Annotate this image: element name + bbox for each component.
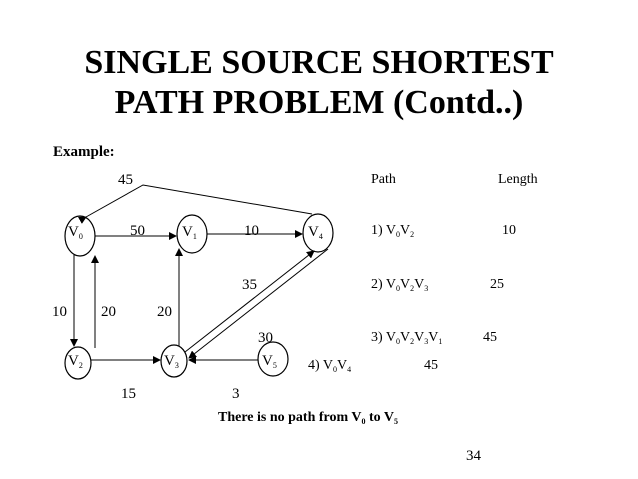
edge-weight-v5-v3: 3 — [232, 386, 240, 402]
edge-v4-v3 — [188, 248, 329, 359]
page-number: 34 — [466, 448, 481, 464]
node-v2-ellipse — [64, 346, 92, 380]
edge-weight-v1-v4: 10 — [244, 223, 259, 239]
slide-title-line-2: PATH PROBLEM (Contd..) — [114, 84, 524, 121]
path-row-1-length: 10 — [502, 223, 516, 238]
table-header-length: Length — [498, 172, 538, 187]
node-v5-ellipse — [257, 341, 289, 377]
no-path-note: There is no path from V0 to V5 — [218, 410, 399, 426]
edge-weight-v3-v1: 20 — [157, 304, 172, 320]
edge-weight-v2-v3: 15 — [121, 386, 136, 402]
node-v5: V5 — [262, 353, 277, 370]
edge-weight-v4-v3: 30 — [258, 330, 273, 346]
node-v3-ellipse — [160, 344, 188, 378]
example-label: Example: — [53, 144, 115, 160]
path-row-3-length: 45 — [483, 330, 497, 345]
node-v0: V0 — [68, 224, 83, 241]
path-row-1: 1) V0V2 — [371, 223, 415, 239]
node-v1: V1 — [182, 224, 197, 241]
table-header-path: Path — [371, 172, 396, 187]
slide-title-line-1: SINGLE SOURCE SHORTEST — [84, 44, 554, 81]
path-row-2: 2) V0V2V3 — [371, 277, 429, 293]
edge-weight-v0-v1: 50 — [130, 223, 145, 239]
node-v4-ellipse — [302, 213, 334, 253]
edge-weight-v3-v4: 35 — [242, 277, 257, 293]
edge-v3-v4 — [184, 250, 315, 353]
path-row-4: 4) V0V4 — [308, 358, 352, 374]
edge-weight-v0-v4: 45 — [118, 172, 133, 188]
node-v2: V2 — [68, 353, 83, 370]
node-v3: V3 — [164, 353, 179, 370]
edge-weight-v0-v2: 10 — [52, 304, 67, 320]
path-row-2-length: 25 — [490, 277, 504, 292]
node-v4: V4 — [308, 224, 323, 241]
path-row-3: 3) V0V2V3V1 — [371, 330, 443, 346]
edge-weight-v2-v0: 20 — [101, 304, 116, 320]
path-row-4-length: 45 — [424, 358, 438, 373]
edge-v0-v4 — [77, 184, 313, 224]
